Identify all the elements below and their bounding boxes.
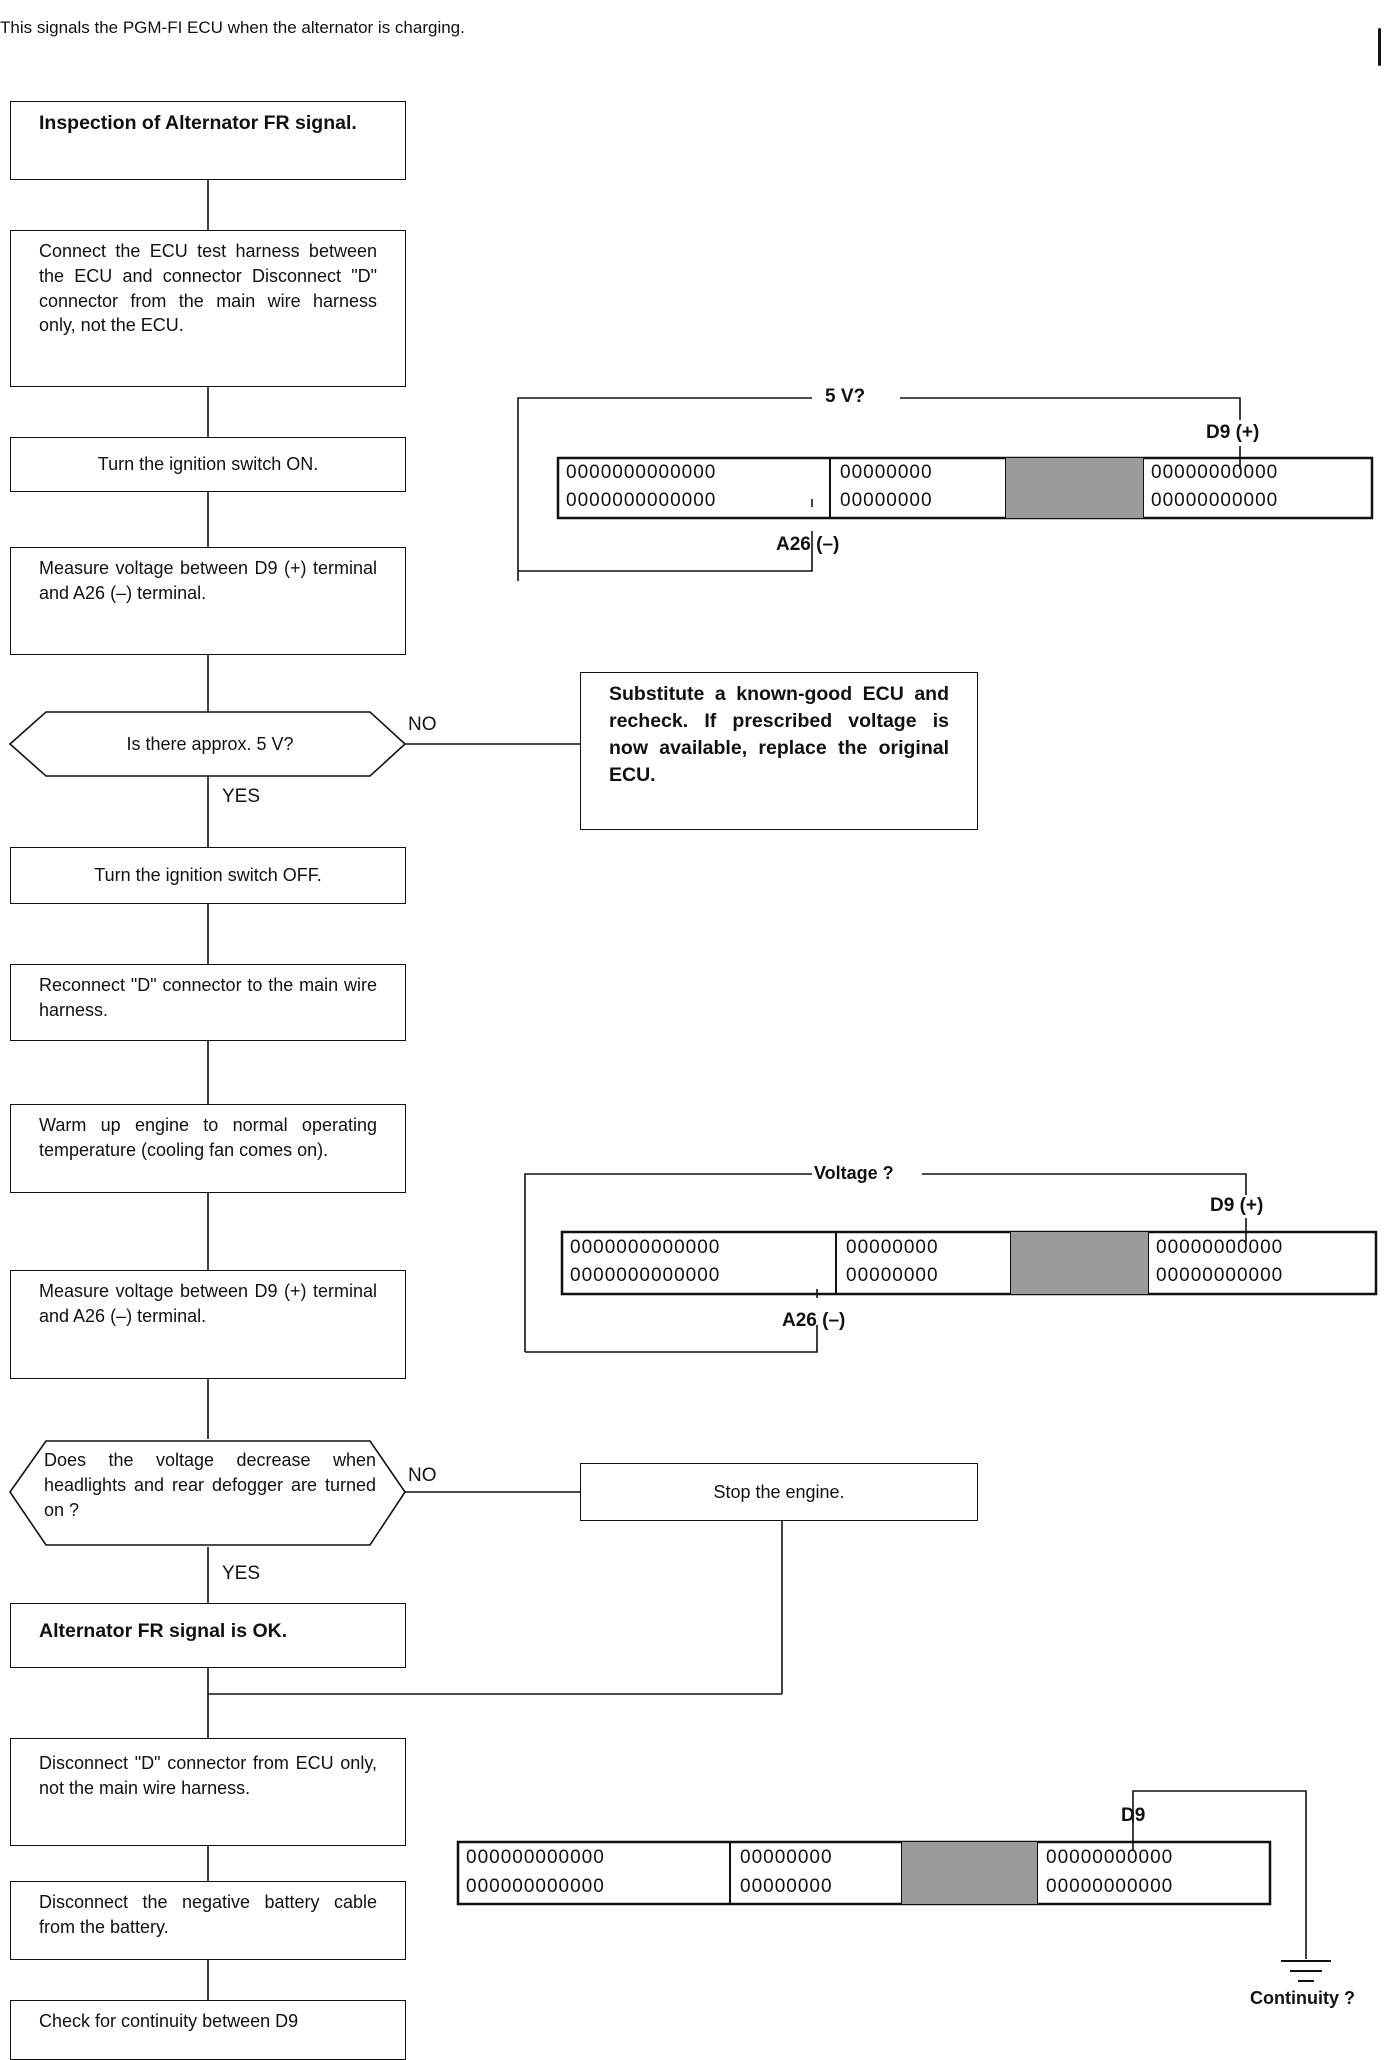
decision-shape: [9, 1440, 406, 1546]
connector2-pins-block2-row1: 00000000: [846, 1237, 939, 1258]
connector3-pins-block2-row2: 00000000: [740, 1876, 833, 1897]
step-inspection-title: Inspection of Alternator FR signal.: [10, 101, 406, 180]
connector1-pins-block2-row2: 00000000: [840, 490, 933, 511]
meter-label-continuity: Continuity ?: [1250, 1988, 1355, 2008]
connector1-pins-block1-row2: 0000000000000: [566, 490, 717, 511]
connector2-pins-block4-row2: 00000000000: [1156, 1265, 1284, 1286]
decision-shape: [8, 711, 407, 777]
connector1-pins-block1-row1: 0000000000000: [566, 462, 717, 483]
pin-label-d9-3: D9: [1121, 1805, 1146, 1826]
no-label-2: NO: [408, 1465, 437, 1486]
connector1-pins-block2-row1: 00000000: [840, 462, 933, 483]
connector-diagram-3: [456, 1790, 1331, 1982]
step-connect-harness: Connect the ECU test harness between the…: [10, 230, 406, 387]
step-stop-engine: Stop the engine.: [580, 1463, 978, 1521]
step-measure-voltage-2: Measure voltage between D9 (+) terminal …: [10, 1270, 406, 1379]
connector2-pins-block4-row1: 00000000000: [1156, 1237, 1284, 1258]
step-substitute-ecu: Substitute a known-good ECU and recheck.…: [580, 672, 978, 830]
meter-label-5v: 5 V?: [825, 386, 866, 407]
step-ignition-on: Turn the ignition switch ON.: [10, 437, 406, 492]
connector1-pins-block4-row2: 00000000000: [1151, 490, 1279, 511]
connector2-pins-block1-row2: 0000000000000: [570, 1265, 721, 1286]
yes-label-2: YES: [222, 1563, 261, 1584]
meter-label-voltage: Voltage ?: [814, 1163, 894, 1183]
intro-text: This signals the PGM-FI ECU when the alt…: [0, 18, 465, 37]
page-edge-mark: [1378, 28, 1381, 66]
pin-label-a26-minus-1: A26 (–): [776, 534, 840, 555]
pin-label-d9-plus-1: D9 (+): [1206, 422, 1260, 443]
no-label-1: NO: [408, 714, 437, 735]
yes-label-1: YES: [222, 786, 261, 807]
connector-diagram-1: [517, 397, 1374, 581]
step-warm-up-engine: Warm up engine to normal operating tempe…: [10, 1104, 406, 1193]
connector3-pins-block4-row1: 00000000000: [1046, 1847, 1174, 1868]
step-reconnect-d: Reconnect "D" connector to the main wire…: [10, 964, 406, 1041]
connector-diagram-2: [524, 1173, 1378, 1353]
step-ignition-off: Turn the ignition switch OFF.: [10, 847, 406, 904]
pin-label-a26-minus-2: A26 (–): [782, 1310, 846, 1331]
connector3-pins-block1-row2: 000000000000: [466, 1876, 605, 1897]
step-disconnect-d-ecu: Disconnect "D" connector from ECU only, …: [10, 1738, 406, 1846]
connector1-pins-block4-row1: 00000000000: [1151, 462, 1279, 483]
connector2-pins-block2-row2: 00000000: [846, 1265, 939, 1286]
connector3-pins-block4-row2: 00000000000: [1046, 1876, 1174, 1897]
connector2-pins-block1-row1: 0000000000000: [570, 1237, 721, 1258]
step-measure-voltage-1: Measure voltage between D9 (+) terminal …: [10, 547, 406, 655]
step-signal-ok: Alternator FR signal is OK.: [10, 1603, 406, 1668]
step-check-continuity: Check for continuity between D9: [10, 2000, 406, 2060]
connector3-pins-block1-row1: 000000000000: [466, 1847, 605, 1868]
step-disconnect-battery: Disconnect the negative battery cable fr…: [10, 1881, 406, 1960]
pin-label-d9-plus-2: D9 (+): [1210, 1195, 1264, 1216]
decision-voltage-decrease: Does the voltage decrease when headlight…: [44, 1450, 376, 1520]
decision-5v: Is there approx. 5 V?: [126, 733, 294, 754]
connector3-pins-block2-row1: 00000000: [740, 1847, 833, 1868]
